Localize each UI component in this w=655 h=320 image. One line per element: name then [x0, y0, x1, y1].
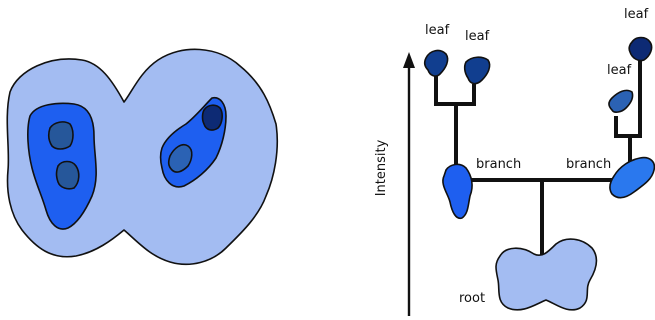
blob-map [6, 48, 279, 266]
axis-label-intensity: Intensity [374, 139, 389, 196]
branch-label-left: branch [476, 157, 521, 172]
branch-label-right: branch [566, 157, 611, 172]
left-branch-node [442, 163, 473, 220]
leaf-node-4 [628, 36, 653, 62]
leaf-label-4: leaf [624, 7, 649, 22]
leaf-node-2 [463, 56, 491, 85]
right-dark-blob-bottom [167, 143, 193, 173]
root-label: root [459, 291, 485, 306]
intensity-axis [403, 52, 415, 316]
right-dark-blob-top [201, 104, 223, 131]
left-dark-blob-top [47, 121, 74, 150]
leaf-node-1 [423, 49, 449, 77]
leaf-node-3 [608, 89, 634, 113]
dendrogram-lines [434, 58, 642, 262]
root-node [495, 238, 598, 311]
leaf-label-1: leaf [425, 23, 450, 38]
right-branch-node [609, 156, 655, 199]
leaf-label-2: leaf [465, 29, 490, 44]
left-dark-blob-bottom [55, 160, 80, 190]
leaf-label-3: leaf [607, 63, 632, 78]
